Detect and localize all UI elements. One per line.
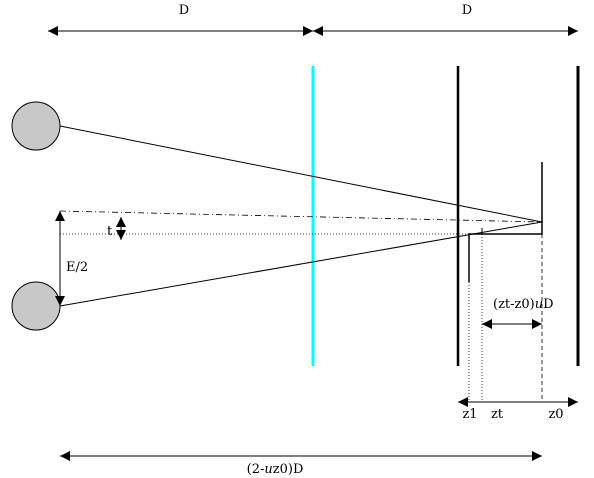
label-bottom-u: u [264, 462, 272, 477]
label-d-right: D [462, 3, 472, 18]
label-e-half: E/2 [66, 260, 88, 275]
label-zt-z0-suffix: D [543, 297, 553, 312]
label-bottom-prefix: (2- [247, 462, 265, 477]
sight-line-right-eye [59, 221, 543, 307]
label-z1: z1 [462, 407, 477, 422]
label-d-left: D [179, 3, 189, 18]
label-bottom: (2-uz0)D [247, 462, 304, 477]
label-z0: z0 [548, 407, 563, 422]
label-bottom-suffix: z0)D [273, 462, 304, 477]
dashed-line-upper [59, 210, 543, 223]
right-eye-circle [11, 281, 61, 331]
sight-line-left-eye [59, 125, 543, 223]
step-object [468, 162, 543, 282]
label-zt-z0-u: u [535, 297, 543, 312]
label-zt-z0-prefix: (zt-z0) [493, 297, 535, 312]
label-zt: zt [491, 407, 504, 422]
label-zt-z0: (zt-z0)uD [493, 297, 554, 312]
left-eye-circle [11, 101, 61, 151]
label-t: t [107, 224, 113, 239]
